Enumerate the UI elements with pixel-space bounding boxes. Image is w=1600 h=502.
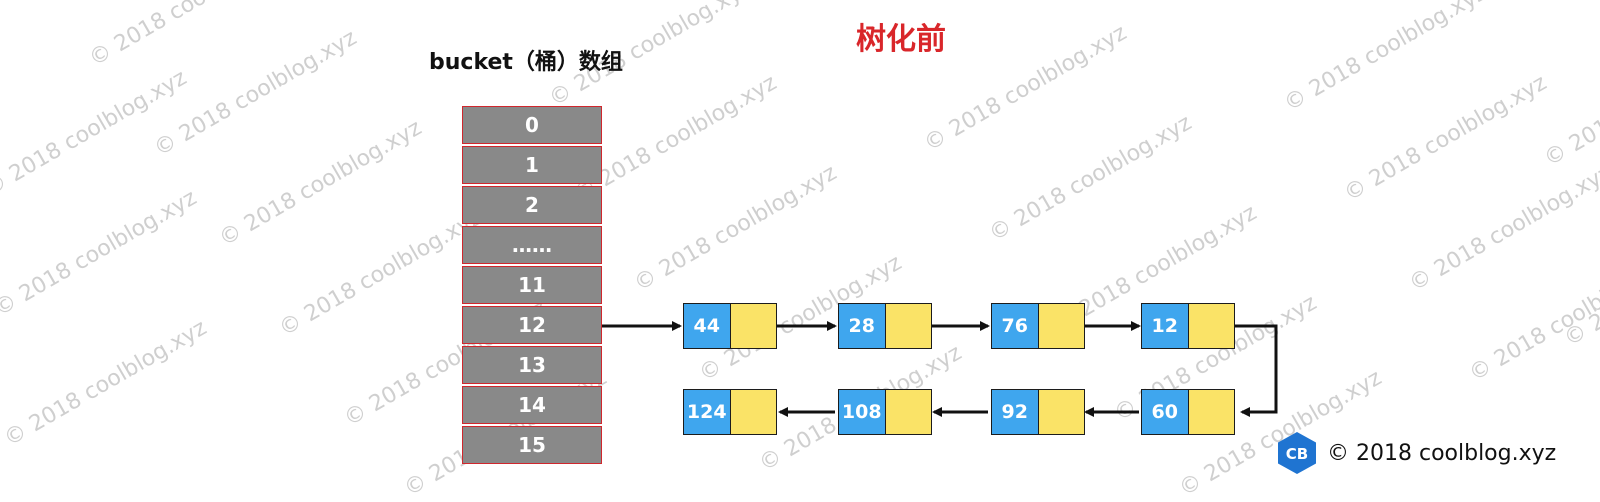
list-node: 76 (991, 303, 1085, 349)
list-node: 124 (683, 389, 777, 435)
footer-text: © 2018 coolblog.xyz (1327, 440, 1557, 466)
node-next-pointer (1188, 389, 1235, 435)
bucket-cell: 14 (462, 386, 602, 424)
list-node: 92 (991, 389, 1085, 435)
node-key: 12 (1141, 303, 1189, 349)
diagram-title: 树化前 (856, 22, 946, 57)
node-key: 28 (838, 303, 886, 349)
node-next-pointer (730, 389, 777, 435)
bucket-cell: 1 (462, 146, 602, 184)
list-node: 108 (838, 389, 932, 435)
node-next-pointer (730, 303, 777, 349)
bucket-cell-12: 12 (462, 306, 602, 344)
node-key: 108 (838, 389, 886, 435)
arrow-row-wrap (1234, 324, 1278, 417)
node-next-pointer (1038, 303, 1085, 349)
node-next-pointer (1188, 303, 1235, 349)
node-next-pointer (885, 389, 932, 435)
node-next-pointer (885, 303, 932, 349)
node-next-pointer (1038, 389, 1085, 435)
bucket-cell: 11 (462, 266, 602, 304)
node-key: 44 (683, 303, 731, 349)
node-key: 60 (1141, 389, 1189, 435)
node-key: 124 (683, 389, 731, 435)
logo-text: CB (1286, 445, 1308, 463)
bucket-cell: 0 (462, 106, 602, 144)
bucket-cell: 13 (462, 346, 602, 384)
bucket-cell: 2 (462, 186, 602, 224)
coolblog-logo-icon: CB (1278, 432, 1316, 474)
list-node: 60 (1141, 389, 1235, 435)
footer-credit: CB © 2018 coolblog.xyz (1277, 432, 1557, 474)
node-key: 92 (991, 389, 1039, 435)
bucket-array-label: bucket（桶）数组 (429, 50, 623, 75)
node-key: 76 (991, 303, 1039, 349)
bucket-cell: 15 (462, 426, 602, 464)
list-node: 44 (683, 303, 777, 349)
list-node: 28 (838, 303, 932, 349)
list-node: 12 (1141, 303, 1235, 349)
bucket-cell: …… (462, 226, 602, 264)
